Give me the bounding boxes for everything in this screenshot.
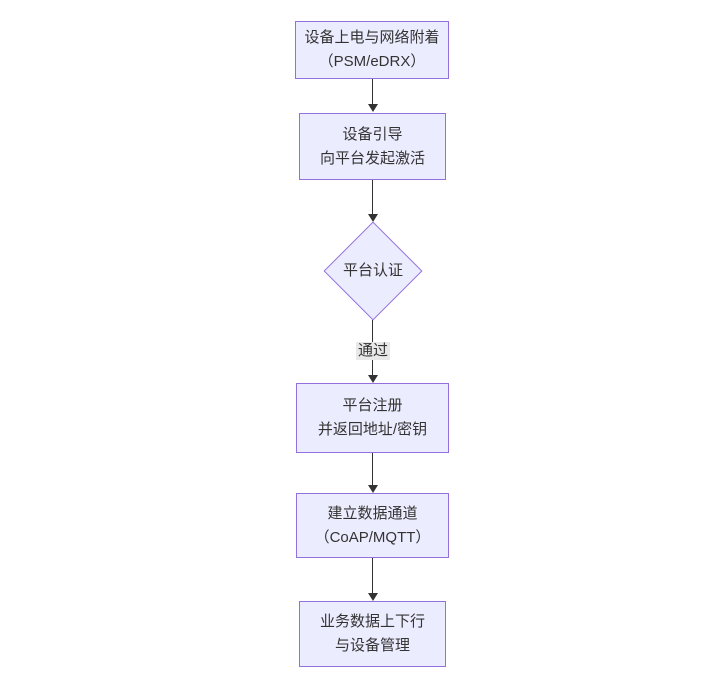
node-business-data: 业务数据上下行 与设备管理 — [299, 601, 446, 667]
node-text-line: 设备上电与网络附着 — [304, 29, 440, 46]
edge-arrow-a-b — [367, 79, 378, 112]
node-text-line: 与设备管理 — [334, 637, 410, 654]
arrowhead-icon — [367, 104, 378, 112]
edge-label-pass: 通过 — [355, 342, 391, 360]
node-text-line: 平台注册 — [342, 397, 403, 414]
node-text-line: 建立数据通道 — [327, 504, 418, 522]
node-text-line: 并返回地址/密钥 — [317, 421, 428, 438]
edge-arrow-e-f — [367, 558, 378, 601]
arrowhead-icon — [367, 593, 378, 601]
node-text-line: 向平台发起激活 — [319, 149, 425, 167]
node-power-network-attach: 设备上电与网络附着 （PSM/eDRX） — [295, 21, 449, 79]
arrowhead-icon — [367, 214, 378, 222]
node-text-line: （CoAP/MQTT） — [314, 528, 431, 546]
arrowhead-icon — [367, 485, 378, 493]
node-text-line: 业务数据上下行 — [319, 613, 425, 630]
node-text-line: 设备引导 — [342, 125, 403, 143]
edge-arrow-b-c — [367, 180, 378, 222]
node-platform-register: 平台注册 并返回地址/密钥 — [296, 383, 449, 453]
decision-platform-auth-label: 平台认证 — [342, 262, 403, 279]
arrowhead-icon — [367, 375, 378, 383]
node-device-bootstrap: 设备引导 向平台发起激活 — [299, 113, 446, 180]
node-data-channel: 建立数据通道 （CoAP/MQTT） — [296, 493, 449, 558]
node-text-line: （PSM/eDRX） — [318, 53, 426, 70]
edge-arrow-d-e — [367, 453, 378, 493]
